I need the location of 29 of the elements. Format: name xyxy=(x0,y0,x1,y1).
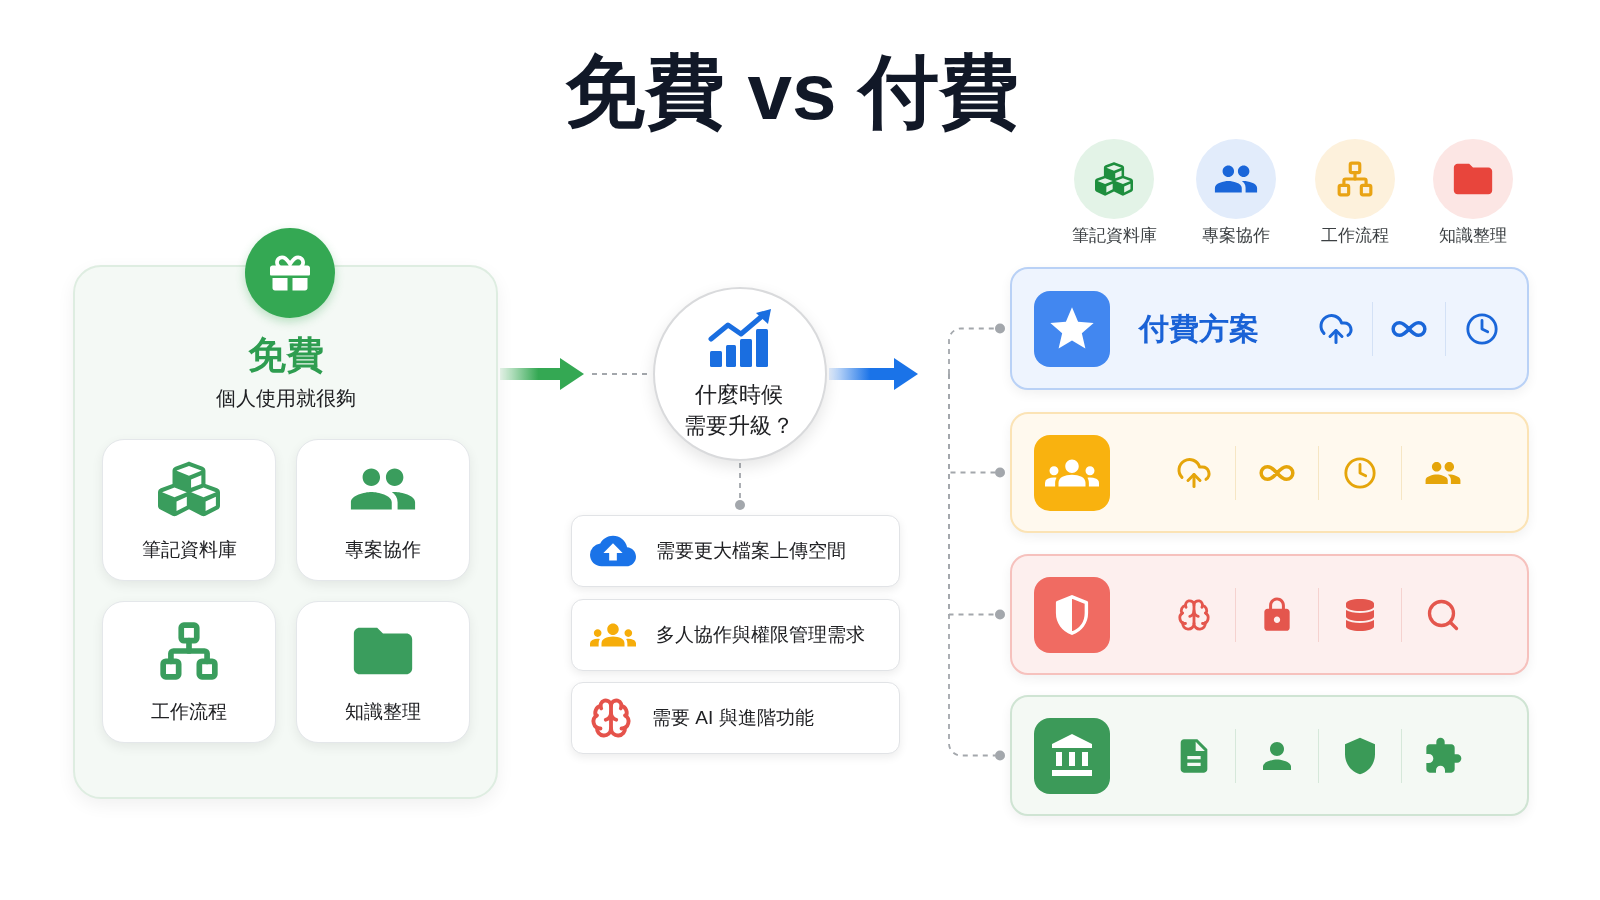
arrow xyxy=(500,358,584,390)
hub-question: 什麼時候需要升級？ xyxy=(684,381,796,440)
plan-row xyxy=(1010,267,1529,390)
plan-row xyxy=(1010,412,1529,533)
feature-label: 知識整理 xyxy=(345,700,421,724)
page-title: 免費 vs 付費 xyxy=(565,46,1019,138)
feature-card xyxy=(102,439,276,581)
plan-row xyxy=(1010,695,1529,816)
feature-card xyxy=(296,601,470,743)
reason-card xyxy=(571,682,900,754)
feature-card xyxy=(296,439,470,581)
feature-card xyxy=(102,601,276,743)
icon-label: 筆記資料庫 xyxy=(1071,226,1157,246)
icon-label: 專案協作 xyxy=(1202,226,1270,246)
feature-label: 筆記資料庫 xyxy=(141,538,237,562)
row-title: 付費方案 xyxy=(1139,310,1259,347)
reason-text: 需要 AI 與進階功能 xyxy=(652,706,814,730)
plan-row xyxy=(1010,554,1529,675)
reason-card xyxy=(571,515,900,587)
feature-label: 專案協作 xyxy=(345,538,421,562)
icon-label: 知識整理 xyxy=(1439,226,1507,246)
feature-label: 工作流程 xyxy=(151,700,227,724)
panel-title: 免費 xyxy=(247,333,324,377)
reason-text: 需要更大檔案上傳空間 xyxy=(656,539,846,563)
reason-card xyxy=(571,599,900,671)
arrow xyxy=(829,358,918,390)
reason-text: 多人協作與權限管理需求 xyxy=(656,623,865,647)
panel-subtitle: 個人使用就很夠 xyxy=(215,386,356,411)
icon-label: 工作流程 xyxy=(1321,226,1389,246)
